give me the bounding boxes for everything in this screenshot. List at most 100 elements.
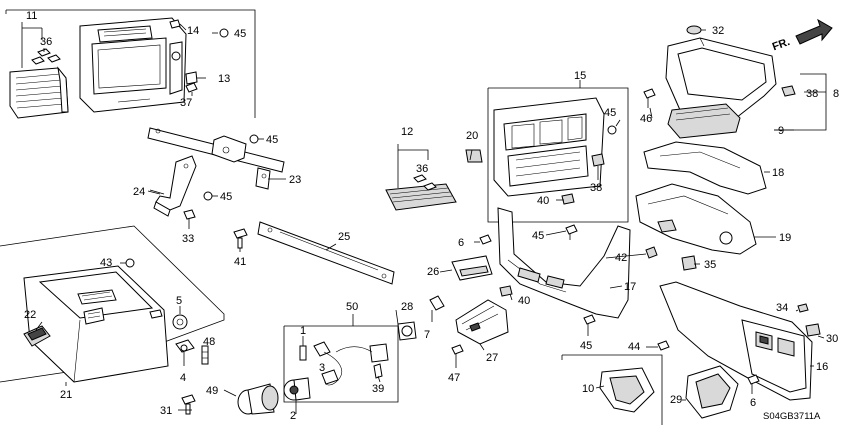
part-32-cap (686, 25, 702, 35)
callout-7: 7 (424, 329, 430, 341)
part-34-clip (797, 303, 809, 313)
callout-9: 9 (778, 125, 784, 137)
part-3-harness (313, 341, 389, 386)
callout-45: 45 (266, 134, 278, 146)
direction-arrow (795, 18, 833, 45)
part-23-bracket (147, 127, 285, 190)
part-45-screw-f (583, 314, 596, 336)
callout-23: 23 (289, 174, 301, 186)
callout-3: 3 (319, 362, 325, 374)
part-35-clip (681, 255, 697, 271)
callout-22: 22 (24, 309, 36, 321)
part-4-hinge (175, 339, 195, 366)
callout-46: 46 (640, 113, 652, 125)
callout-48: 48 (203, 336, 215, 348)
callout-42: 42 (615, 252, 627, 264)
callout-11: 11 (26, 10, 37, 22)
part-48-pin (201, 345, 209, 365)
callout-20: 20 (466, 130, 478, 142)
callout-6: 6 (458, 237, 464, 249)
group-frame-top-left (5, 9, 256, 118)
leader-11 (21, 22, 43, 68)
part-19-column-cover (635, 183, 757, 255)
callout-31: 31 (160, 405, 172, 417)
callout-36: 36 (416, 163, 428, 175)
callout-40: 40 (518, 295, 530, 307)
callout-44: 44 (628, 341, 640, 353)
part-29-pocket (685, 365, 739, 419)
callout-4: 4 (180, 372, 186, 384)
part-36-clips-a (31, 48, 61, 65)
part-24-bracket (149, 155, 197, 217)
part-12-vent (385, 183, 457, 211)
part-45-screw-d (203, 191, 218, 201)
group-frame-15 (487, 80, 629, 223)
callout-34: 34 (776, 302, 788, 314)
callout-25: 25 (338, 231, 350, 243)
callout-32: 32 (712, 25, 724, 37)
callout-43: 43 (100, 257, 112, 269)
part-47-screw (451, 344, 464, 368)
callout-leaders (35, 29, 825, 414)
part-39-clip (373, 363, 383, 379)
part-20-switch (465, 149, 483, 163)
part-21-glove-box (23, 265, 169, 383)
part-13-bracket (185, 71, 206, 85)
part-38-clip-b (591, 153, 605, 167)
part-6-screw-b (747, 374, 760, 394)
callout-27: 27 (486, 352, 498, 364)
part-17-lower-panel (497, 207, 631, 319)
part-1-bulb (299, 336, 307, 361)
part-18-column-cover (643, 141, 767, 195)
callout-45: 45 (234, 28, 246, 40)
callout-45: 45 (220, 191, 232, 203)
part-40-clip-a (561, 193, 575, 205)
callout-labels: 11 36 14 45 13 37 32 38 8 46 9 15 45 20 … (24, 10, 839, 422)
group-bracket-8 (774, 73, 827, 131)
part-22-latch (23, 325, 51, 347)
callout-38: 38 (590, 182, 602, 194)
callout-16: 16 (816, 361, 828, 373)
part-28-cap (397, 321, 417, 341)
callout-45: 45 (532, 230, 544, 242)
callout-15: 15 (574, 70, 586, 82)
part-31-bolt (181, 394, 196, 415)
part-43-screw (120, 258, 135, 268)
callout-45: 45 (604, 107, 616, 119)
part-16-lower-cover (659, 281, 813, 401)
part-10-pocket (599, 367, 655, 413)
part-45-screw-c (249, 134, 264, 144)
group-frame-50 (283, 314, 399, 403)
part-45-screw-a (212, 28, 229, 38)
callout-10: 10 (582, 383, 594, 395)
callout-26: 26 (427, 266, 439, 278)
callout-18: 18 (772, 167, 784, 179)
part-38-clip-a (781, 85, 796, 97)
leader-49 (223, 389, 237, 397)
part-30-clip (805, 323, 821, 337)
part-5-damper (172, 306, 188, 330)
callout-2: 2 (290, 410, 296, 422)
part-14-center-panel (79, 17, 187, 113)
callout-45: 45 (580, 340, 592, 352)
callout-41: 41 (234, 256, 246, 268)
callout-17: 17 (624, 281, 636, 293)
part-8-meter-visor (665, 37, 777, 119)
part-44-screw (646, 340, 670, 351)
part-45-screw-e (565, 224, 578, 240)
callout-24: 24 (133, 186, 145, 198)
part-7-fastener (429, 295, 445, 322)
callout-39: 39 (372, 383, 384, 395)
part-26-box (451, 255, 493, 281)
part-33-nut (183, 209, 196, 229)
callout-5: 5 (176, 295, 182, 307)
part-41-bolt (233, 228, 248, 252)
group-frame-12 (397, 144, 429, 188)
leader-25 (325, 243, 337, 251)
callout-33: 33 (182, 233, 194, 245)
group-frame-10 (561, 354, 663, 425)
part-14-clip (169, 19, 187, 31)
callout-29: 29 (670, 394, 682, 406)
part-45-screw-b (607, 119, 621, 135)
